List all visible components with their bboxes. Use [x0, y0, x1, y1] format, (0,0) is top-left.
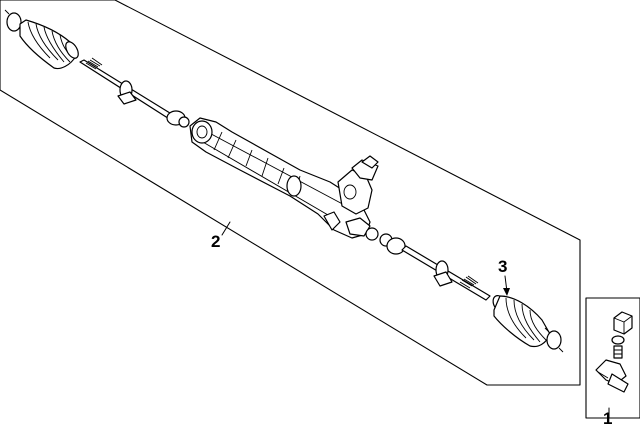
left-boot [19, 19, 79, 70]
rack-housing [189, 117, 379, 241]
right-outer-clamp [544, 327, 564, 353]
callout-label-3: 3 [498, 257, 507, 276]
right-inner-tie-rod [379, 233, 491, 301]
callout-label-1: 1 [603, 409, 612, 427]
callout-1: 1 [603, 407, 612, 427]
pinion-valve-housing [337, 155, 379, 215]
left-tie-rod-clip [117, 80, 137, 105]
right-ball-joint [379, 233, 406, 255]
left-ball-joint [166, 110, 190, 128]
left-boot-group [4, 9, 79, 70]
right-tie-rod-clip [433, 260, 453, 287]
left-inner-tie-rod [79, 57, 190, 128]
ball-stud [611, 335, 625, 359]
right-boot-group [492, 295, 564, 353]
callout-3: 3 [498, 257, 510, 296]
tie-rod-end-frame [585, 297, 640, 419]
right-boot [493, 295, 551, 348]
castle-nut [613, 311, 633, 335]
callout-2: 2 [211, 221, 231, 251]
callout-label-2: 2 [211, 232, 220, 251]
assembly-outline-frame [0, 0, 581, 386]
tie-rod-end-body [595, 359, 629, 393]
tie-rod-end-group [595, 311, 633, 393]
